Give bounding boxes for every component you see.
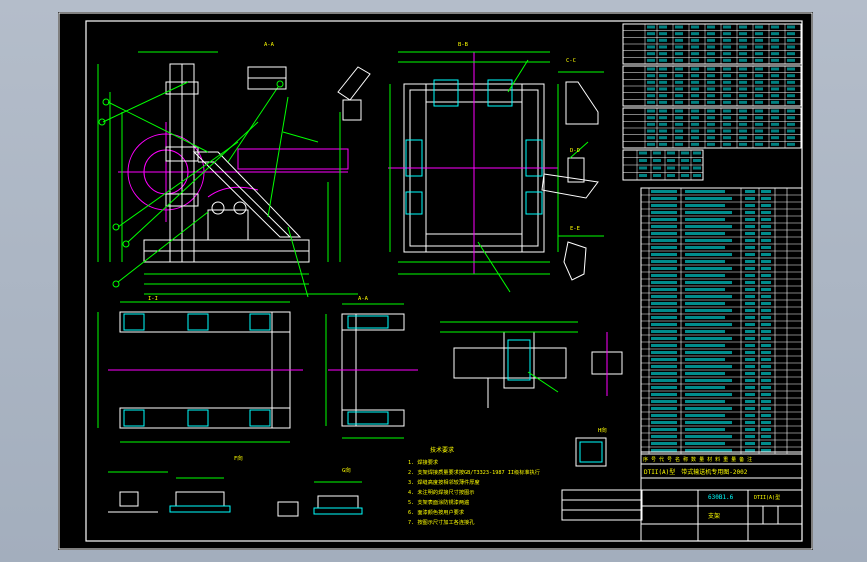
note-line: 1. 焊接要求 (408, 458, 439, 466)
section-label: B-B (458, 42, 469, 48)
note-line: 5. 支架表面涂防锈漆两遍 (408, 498, 470, 506)
notes-heading: 技术要求 (430, 446, 454, 454)
notes-lines: 1. 焊接要求 2. 支架焊接质量要求按GB/T3323-1987 II级标准执行… (408, 458, 540, 526)
stamp-text: DTII(A)型 (754, 494, 780, 501)
drawing-canvas: 技术要求 1. 焊接要求 2. 支架焊接质量要求按GB/T3323-1987 II… (58, 12, 813, 550)
drawing-sheet: 技术要求 1. 焊接要求 2. 支架焊接质量要求按GB/T3323-1987 II… (58, 12, 813, 550)
section-label: D-D (570, 148, 580, 154)
plan-view-right (325, 303, 418, 439)
detail-views-right (541, 71, 604, 281)
title-block-header: 序 号 代 号 名 称 数 量 材 料 重 量 备 注 (643, 456, 752, 463)
note-line: 4. 未注明的焊接尺寸按图示 (408, 488, 474, 496)
section-label: I-I (148, 296, 158, 302)
title-block (640, 451, 803, 542)
outer-frame (58, 12, 813, 550)
section-label: C-C (566, 58, 576, 64)
revision-tables (622, 23, 802, 181)
plan-view-left (97, 301, 303, 443)
section-detail-center (440, 321, 623, 467)
section-label: A-A (358, 296, 369, 302)
section-label: E-E (570, 226, 580, 232)
project-title: DTII(A)型 带式输送机专用图-2002 (644, 468, 748, 476)
section-label: H向 (598, 426, 607, 434)
section-label: A-A (264, 42, 275, 48)
drawing-number: 630B1.6 (708, 494, 734, 501)
front-elevation-view (388, 51, 559, 293)
weld-details (108, 471, 363, 517)
part-name: 支架 (708, 512, 720, 520)
note-line: 6. 面漆颜色按用户要求 (408, 508, 465, 516)
note-line: 2. 支架焊接质量要求按GB/T3323-1987 II级标准执行 (408, 468, 540, 476)
note-line: 3. 焊缝高度按相邻较薄件厚度 (408, 478, 480, 486)
section-label: G向 (342, 466, 351, 474)
section-labels: A-A B-B C-C D-D E-E F向 G向 H向 I-I A-A (148, 42, 607, 474)
material-notes-box (561, 489, 643, 521)
bom-table (640, 187, 803, 455)
note-line: 7. 按图示尺寸加工各连接孔 (408, 518, 475, 526)
side-elevation-view (97, 51, 371, 298)
section-label: F向 (234, 454, 243, 462)
